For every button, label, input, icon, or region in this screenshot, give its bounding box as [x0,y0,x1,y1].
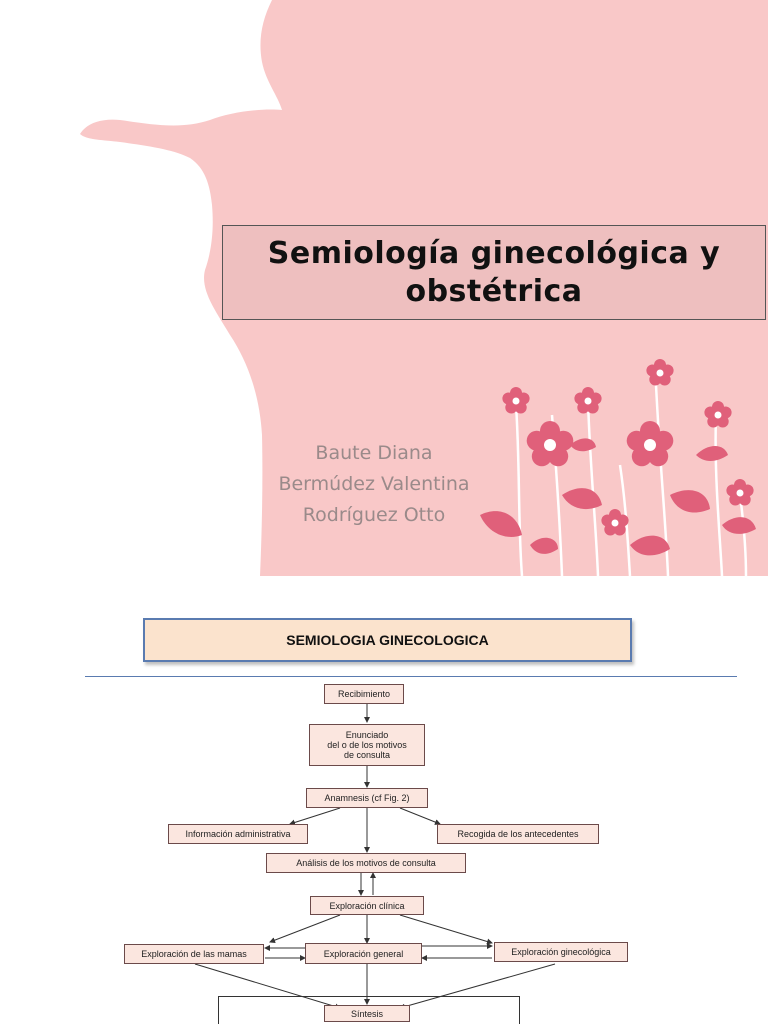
author-name: Bermúdez Valentina [278,473,470,495]
title-line-2: obstétrica [405,273,583,309]
node-exploracion-clinica: Exploración clínica [310,896,424,915]
node-exploracion-ginecologica: Exploración ginecológica [494,942,628,962]
node-recibimiento: Recibimiento [324,684,404,704]
divider-line [85,676,737,677]
node-enunciado-line: de consulta [343,750,391,760]
node-recogida-antecedentes: Recogida de los antecedentes [437,824,599,844]
flowers-illustration [480,359,756,576]
node-enunciado: Enunciado del o de los motivos de consul… [309,724,425,766]
flow-connectors [194,704,556,1010]
node-enunciado-line: Enunciado [345,730,389,740]
woman-silhouette [0,0,282,576]
node-informacion-administrativa: Información administrativa [168,824,308,844]
synthesis-frame [218,996,520,1024]
title-line-1: Semiología ginecológica y [267,235,721,271]
node-enunciado-line: del o de los motivos [327,740,407,750]
diagram-slide: SEMIOLOGIA GINECOLOGICA [0,576,768,1024]
node-exploracion-general: Exploración general [305,943,422,964]
section-header: SEMIOLOGIA GINECOLOGICA [143,618,632,662]
title-box: Semiología ginecológica y obstétrica [222,225,766,320]
node-anamnesis: Anamnesis (cf Fig. 2) [306,788,428,808]
author-name: Baute Diana [315,442,433,464]
author-name: Rodríguez Otto [302,504,446,526]
node-analisis-motivos: Análisis de los motivos de consulta [266,853,466,873]
author-list: Baute Diana Bermúdez Valentina Rodríguez… [265,438,483,531]
node-exploracion-mamas: Exploración de las mamas [124,944,264,964]
title-slide: Semiología ginecológica y obstétrica Bau… [0,0,768,576]
node-sintesis: Síntesis [324,1005,410,1022]
